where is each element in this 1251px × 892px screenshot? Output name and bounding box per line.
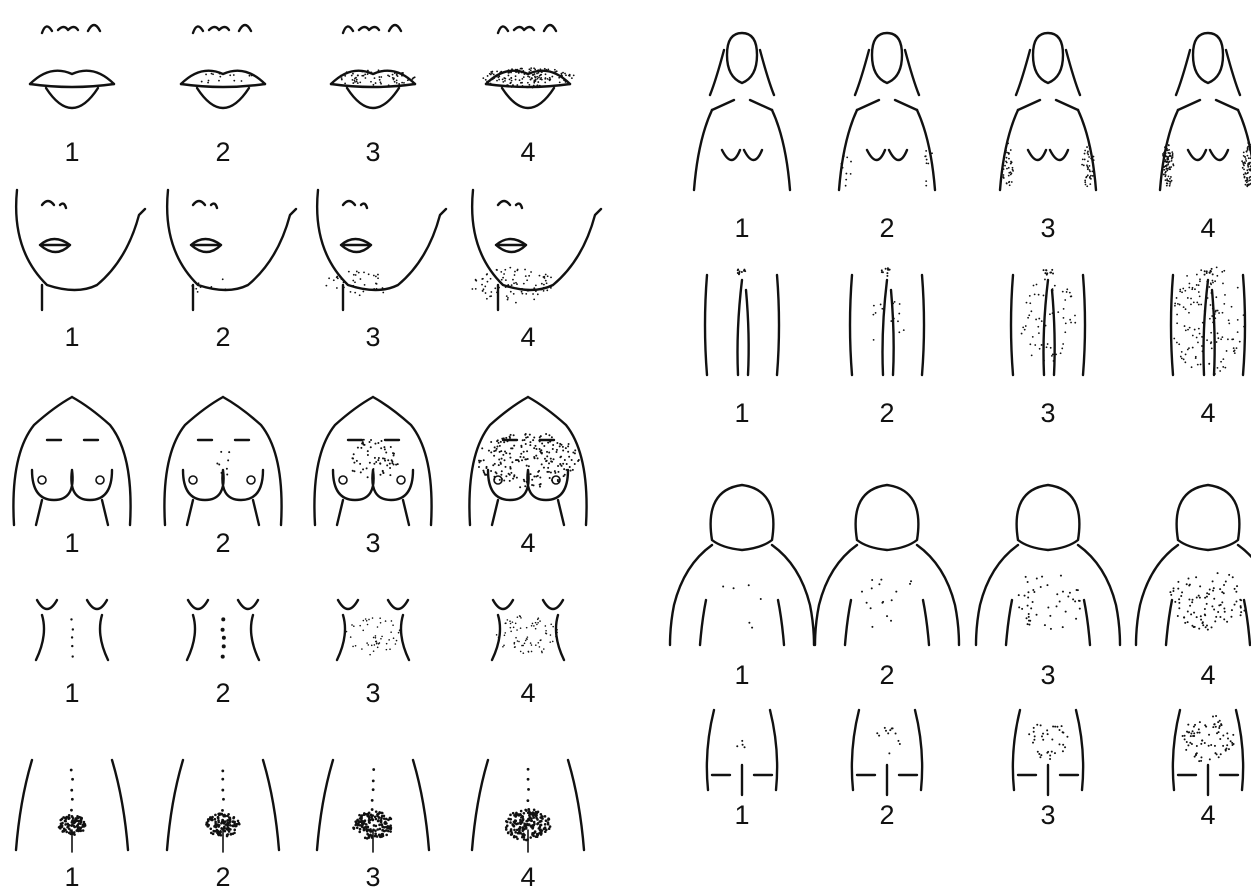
upper-lip-figure-3	[331, 25, 416, 108]
lower-abdomen-grade-3: 3	[353, 862, 393, 892]
lower-abdomen-figure-3	[317, 760, 429, 852]
chin-figure-3	[317, 190, 446, 310]
thigh-grade-2: 2	[867, 398, 907, 428]
lower-back-grade-2: 2	[867, 800, 907, 830]
lower-back-grade-1: 1	[722, 800, 762, 830]
thigh-figure-4	[1171, 266, 1245, 375]
upper-abdomen-grade-4: 4	[508, 678, 548, 708]
upper-lip-grade-3: 3	[353, 137, 393, 167]
chin-figure-4	[471, 190, 601, 310]
chin-grade-4: 4	[508, 322, 548, 352]
lower-abdomen-grade-2: 2	[203, 862, 243, 892]
upper-lip-figure-1	[30, 25, 114, 108]
thigh-grade-1: 1	[722, 398, 762, 428]
lower-back-grade-4: 4	[1188, 800, 1228, 830]
chest-grade-1: 1	[52, 528, 92, 558]
chin-figure-1	[16, 190, 145, 310]
chin-grade-3: 3	[353, 322, 393, 352]
chin-grade-1: 1	[52, 322, 92, 352]
upper-back-grade-2: 2	[867, 660, 907, 690]
upper-abdomen-grade-3: 3	[353, 678, 393, 708]
lower-abdomen-grade-1: 1	[52, 862, 92, 892]
upper-lip-grade-4: 4	[508, 137, 548, 167]
lower-abdomen-figure-1	[16, 760, 128, 852]
lower-abdomen-figure-4	[472, 760, 584, 852]
upper-abdomen-grade-2: 2	[203, 678, 243, 708]
upper-abdomen-figure-3	[337, 600, 409, 660]
chest-figure-3	[314, 397, 431, 525]
thigh-figure-1	[705, 269, 779, 375]
arm-figure-4	[1160, 33, 1251, 190]
arm-grade-1: 1	[722, 213, 762, 243]
arm-figure-3	[1000, 33, 1096, 190]
chin-figure-2	[167, 190, 296, 310]
chest-grade-3: 3	[353, 528, 393, 558]
arm-grade-2: 2	[867, 213, 907, 243]
lower-abdomen-grade-4: 4	[508, 862, 548, 892]
upper-back-figure-1	[670, 485, 814, 645]
arm-grade-4: 4	[1188, 213, 1228, 243]
lower-back-figure-1	[707, 710, 777, 795]
upper-back-figure-2	[815, 485, 959, 645]
thigh-figure-3	[1011, 269, 1085, 375]
thigh-figure-2	[850, 267, 924, 375]
arm-figure-2	[839, 33, 935, 190]
upper-lip-figure-2	[181, 25, 265, 108]
upper-lip-figure-4	[482, 25, 574, 108]
upper-lip-grade-1: 1	[52, 137, 92, 167]
lower-abdomen-figure-2	[167, 760, 279, 852]
upper-abdomen-figure-1	[36, 600, 108, 660]
lower-back-grade-3: 3	[1028, 800, 1068, 830]
upper-back-figure-4	[1136, 485, 1251, 645]
chin-grade-2: 2	[203, 322, 243, 352]
upper-abdomen-figure-4	[492, 600, 564, 660]
thigh-grade-4: 4	[1188, 398, 1228, 428]
upper-back-grade-1: 1	[722, 660, 762, 690]
upper-lip-grade-2: 2	[203, 137, 243, 167]
upper-abdomen-grade-1: 1	[52, 678, 92, 708]
upper-back-grade-3: 3	[1028, 660, 1068, 690]
chest-grade-4: 4	[508, 528, 548, 558]
lower-back-figure-4	[1173, 710, 1243, 795]
arm-grade-3: 3	[1028, 213, 1068, 243]
upper-back-grade-4: 4	[1188, 660, 1228, 690]
upper-back-figure-3	[976, 485, 1120, 645]
chest-figure-1	[13, 397, 130, 525]
thigh-grade-3: 3	[1028, 398, 1068, 428]
arm-figure-1	[694, 33, 790, 190]
upper-abdomen-figure-2	[187, 600, 259, 660]
lower-back-figure-2	[852, 710, 922, 795]
chest-figure-4	[469, 397, 586, 525]
lower-back-figure-3	[1013, 710, 1083, 795]
chest-figure-2	[164, 397, 281, 525]
chest-grade-2: 2	[203, 528, 243, 558]
